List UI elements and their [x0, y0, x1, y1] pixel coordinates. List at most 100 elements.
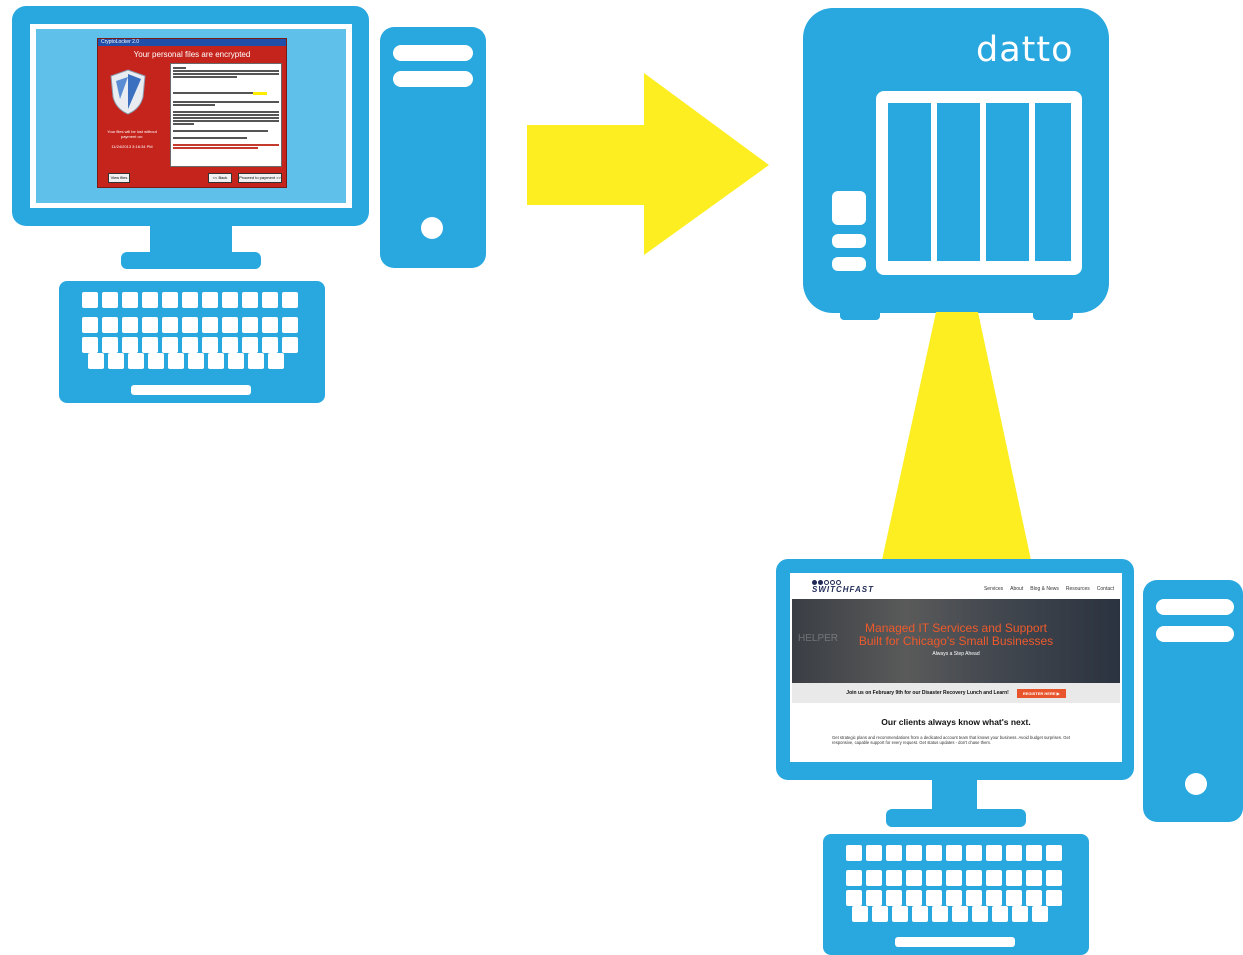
nav-blog[interactable]: Blog & News — [1030, 586, 1059, 592]
switchfast-logo[interactable]: SWITCHFAST — [812, 580, 874, 594]
key — [846, 845, 862, 861]
logo-text: SWITCHFAST — [812, 585, 874, 594]
key — [128, 353, 144, 369]
key — [906, 845, 922, 861]
key — [82, 292, 98, 308]
key — [122, 317, 138, 333]
key — [892, 906, 908, 922]
key — [168, 353, 184, 369]
register-button[interactable]: REGISTER HERE ▶ — [1016, 688, 1066, 698]
key — [142, 292, 158, 308]
switchfast-website: SWITCHFAST Services About Blog & News Re… — [792, 575, 1120, 760]
ransomware-window: CryptoLocker 2.0 Your personal files are… — [97, 38, 287, 188]
restored-keyboard-icon — [823, 834, 1089, 955]
key — [1026, 845, 1042, 861]
ransom-deadline-time: 11/24/2013 3:16:34 PM — [111, 144, 153, 149]
key — [986, 845, 1002, 861]
key — [208, 353, 224, 369]
key — [182, 337, 198, 353]
nav-contact[interactable]: Contact — [1096, 586, 1114, 592]
key — [966, 890, 982, 906]
view-files-button[interactable]: View files — [108, 173, 130, 183]
key — [852, 906, 868, 922]
key — [182, 292, 198, 308]
ransom-heading: Your personal files are encrypted — [133, 50, 251, 59]
key — [202, 317, 218, 333]
key — [946, 845, 962, 861]
key — [268, 353, 284, 369]
key — [228, 353, 244, 369]
nav-about[interactable]: About — [1010, 586, 1024, 592]
key — [886, 845, 902, 861]
ransom-message-box — [170, 63, 282, 167]
key — [242, 317, 258, 333]
key — [846, 890, 862, 906]
key — [886, 870, 902, 886]
section-body: Get strategic plans and recommendations … — [832, 735, 1071, 745]
key — [262, 337, 278, 353]
key — [122, 337, 138, 353]
key — [182, 317, 198, 333]
nav-resources[interactable]: Resources — [1065, 586, 1090, 592]
key — [992, 906, 1008, 922]
key — [866, 890, 882, 906]
key — [162, 292, 178, 308]
key — [1006, 870, 1022, 886]
key — [282, 337, 298, 353]
key — [1026, 870, 1042, 886]
key — [966, 870, 982, 886]
hero-title-line2: Built for Chicago's Small Businesses — [858, 634, 1054, 648]
key — [142, 317, 158, 333]
key — [122, 292, 138, 308]
ransom-title-bar: CryptoLocker 2.0 — [98, 39, 286, 46]
key — [148, 353, 164, 369]
event-banner: Join us on February 9th for our Disaster… — [792, 683, 1120, 703]
key — [906, 870, 922, 886]
back-button[interactable]: << Back — [208, 173, 232, 183]
arrow-right — [527, 73, 769, 255]
proceed-button[interactable]: Proceed to payment >> — [238, 173, 282, 183]
datto-appliance-icon — [803, 8, 1109, 320]
banner-text: Join us on February 9th for our Disaster… — [846, 690, 1009, 696]
hero-title: Managed IT Services and Support Built fo… — [792, 622, 1120, 648]
hero-subtitle: Always a Step Ahead — [932, 651, 980, 657]
key — [242, 337, 258, 353]
key — [108, 353, 124, 369]
key — [1032, 906, 1048, 922]
key — [222, 337, 238, 353]
datto-brand: datto — [976, 30, 1074, 70]
key — [188, 353, 204, 369]
key — [926, 845, 942, 861]
key — [262, 317, 278, 333]
key — [912, 906, 928, 922]
key — [926, 870, 942, 886]
hero-watermark: HELPER — [798, 633, 839, 644]
key — [966, 845, 982, 861]
key — [926, 890, 942, 906]
nav-services[interactable]: Services — [983, 586, 1004, 592]
key — [872, 906, 888, 922]
key — [102, 317, 118, 333]
key — [242, 292, 258, 308]
key — [202, 292, 218, 308]
key — [1012, 906, 1028, 922]
key — [1006, 890, 1022, 906]
key — [906, 890, 922, 906]
key — [1046, 845, 1062, 861]
space-key — [895, 937, 1015, 947]
key — [1046, 870, 1062, 886]
source-tower-icon — [380, 27, 486, 268]
key — [866, 845, 882, 861]
key — [952, 906, 968, 922]
shield-icon — [110, 69, 146, 115]
key — [222, 292, 238, 308]
key — [846, 870, 862, 886]
key — [972, 906, 988, 922]
key — [1026, 890, 1042, 906]
key — [262, 292, 278, 308]
key — [1046, 890, 1062, 906]
key — [946, 890, 962, 906]
key — [82, 317, 98, 333]
key — [102, 292, 118, 308]
key — [986, 890, 1002, 906]
